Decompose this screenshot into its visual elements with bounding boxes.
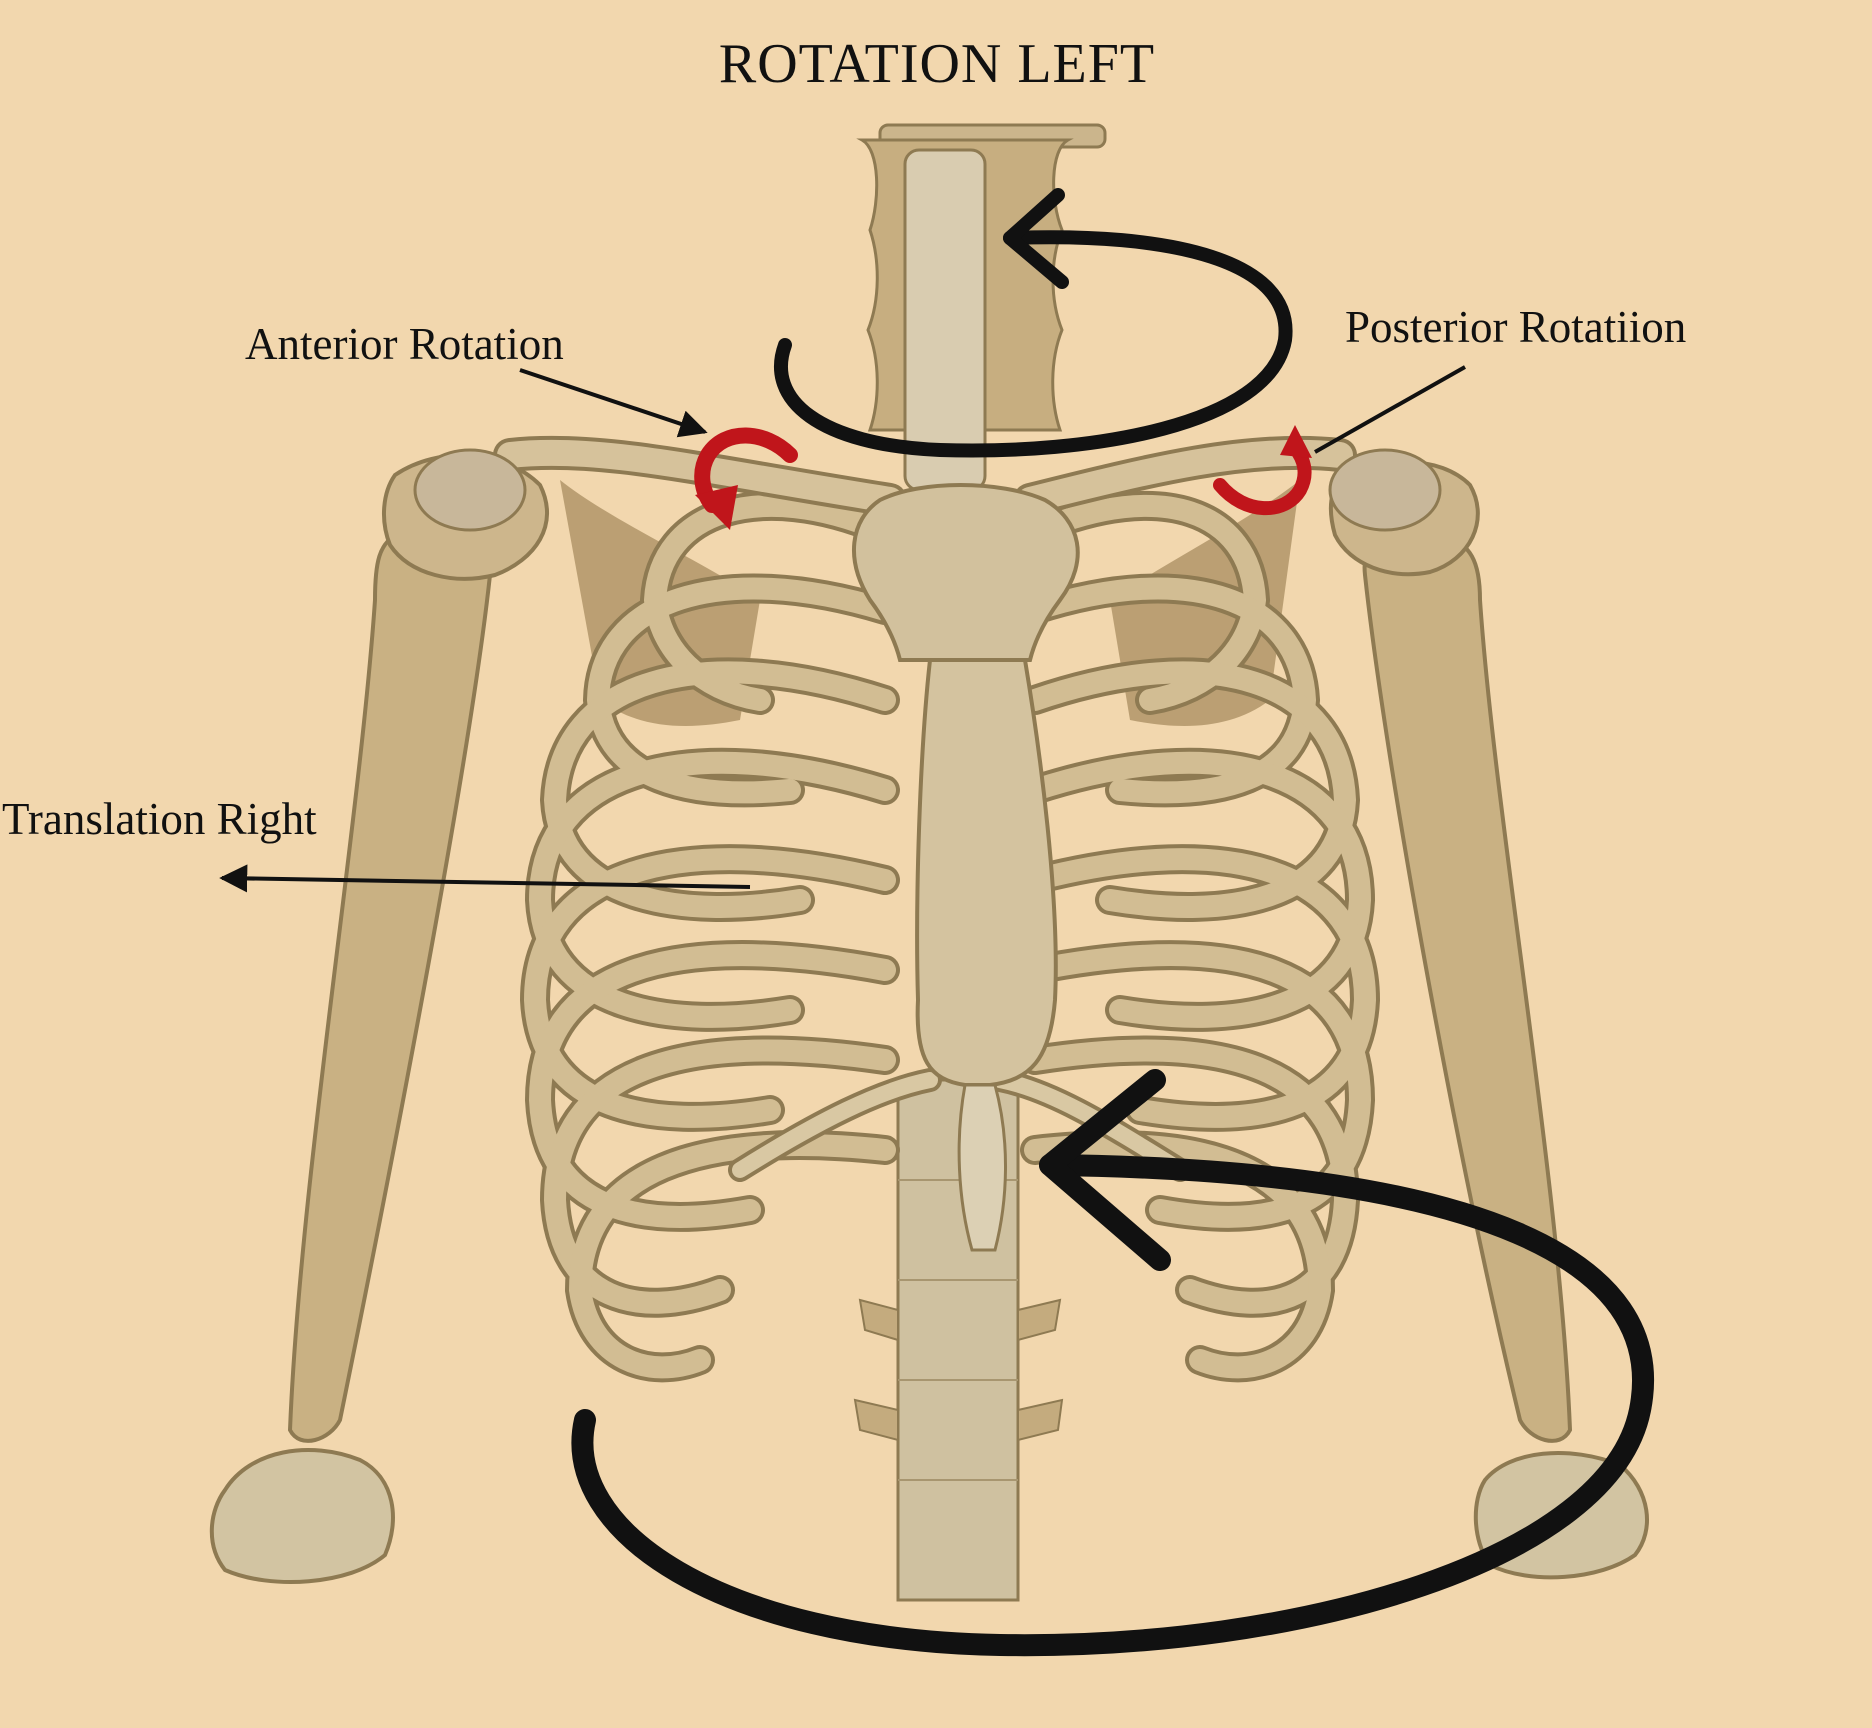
posterior-rotation-label: Posterior Rotatiion (1345, 302, 1686, 352)
right-shoulder-joint (1330, 450, 1440, 530)
left-shoulder-joint (415, 450, 525, 530)
translation-right-label: Translation Right (2, 794, 317, 844)
diagram-title: ROTATION LEFT (719, 33, 1155, 95)
anterior-rotation-label: Anterior Rotation (245, 319, 564, 369)
